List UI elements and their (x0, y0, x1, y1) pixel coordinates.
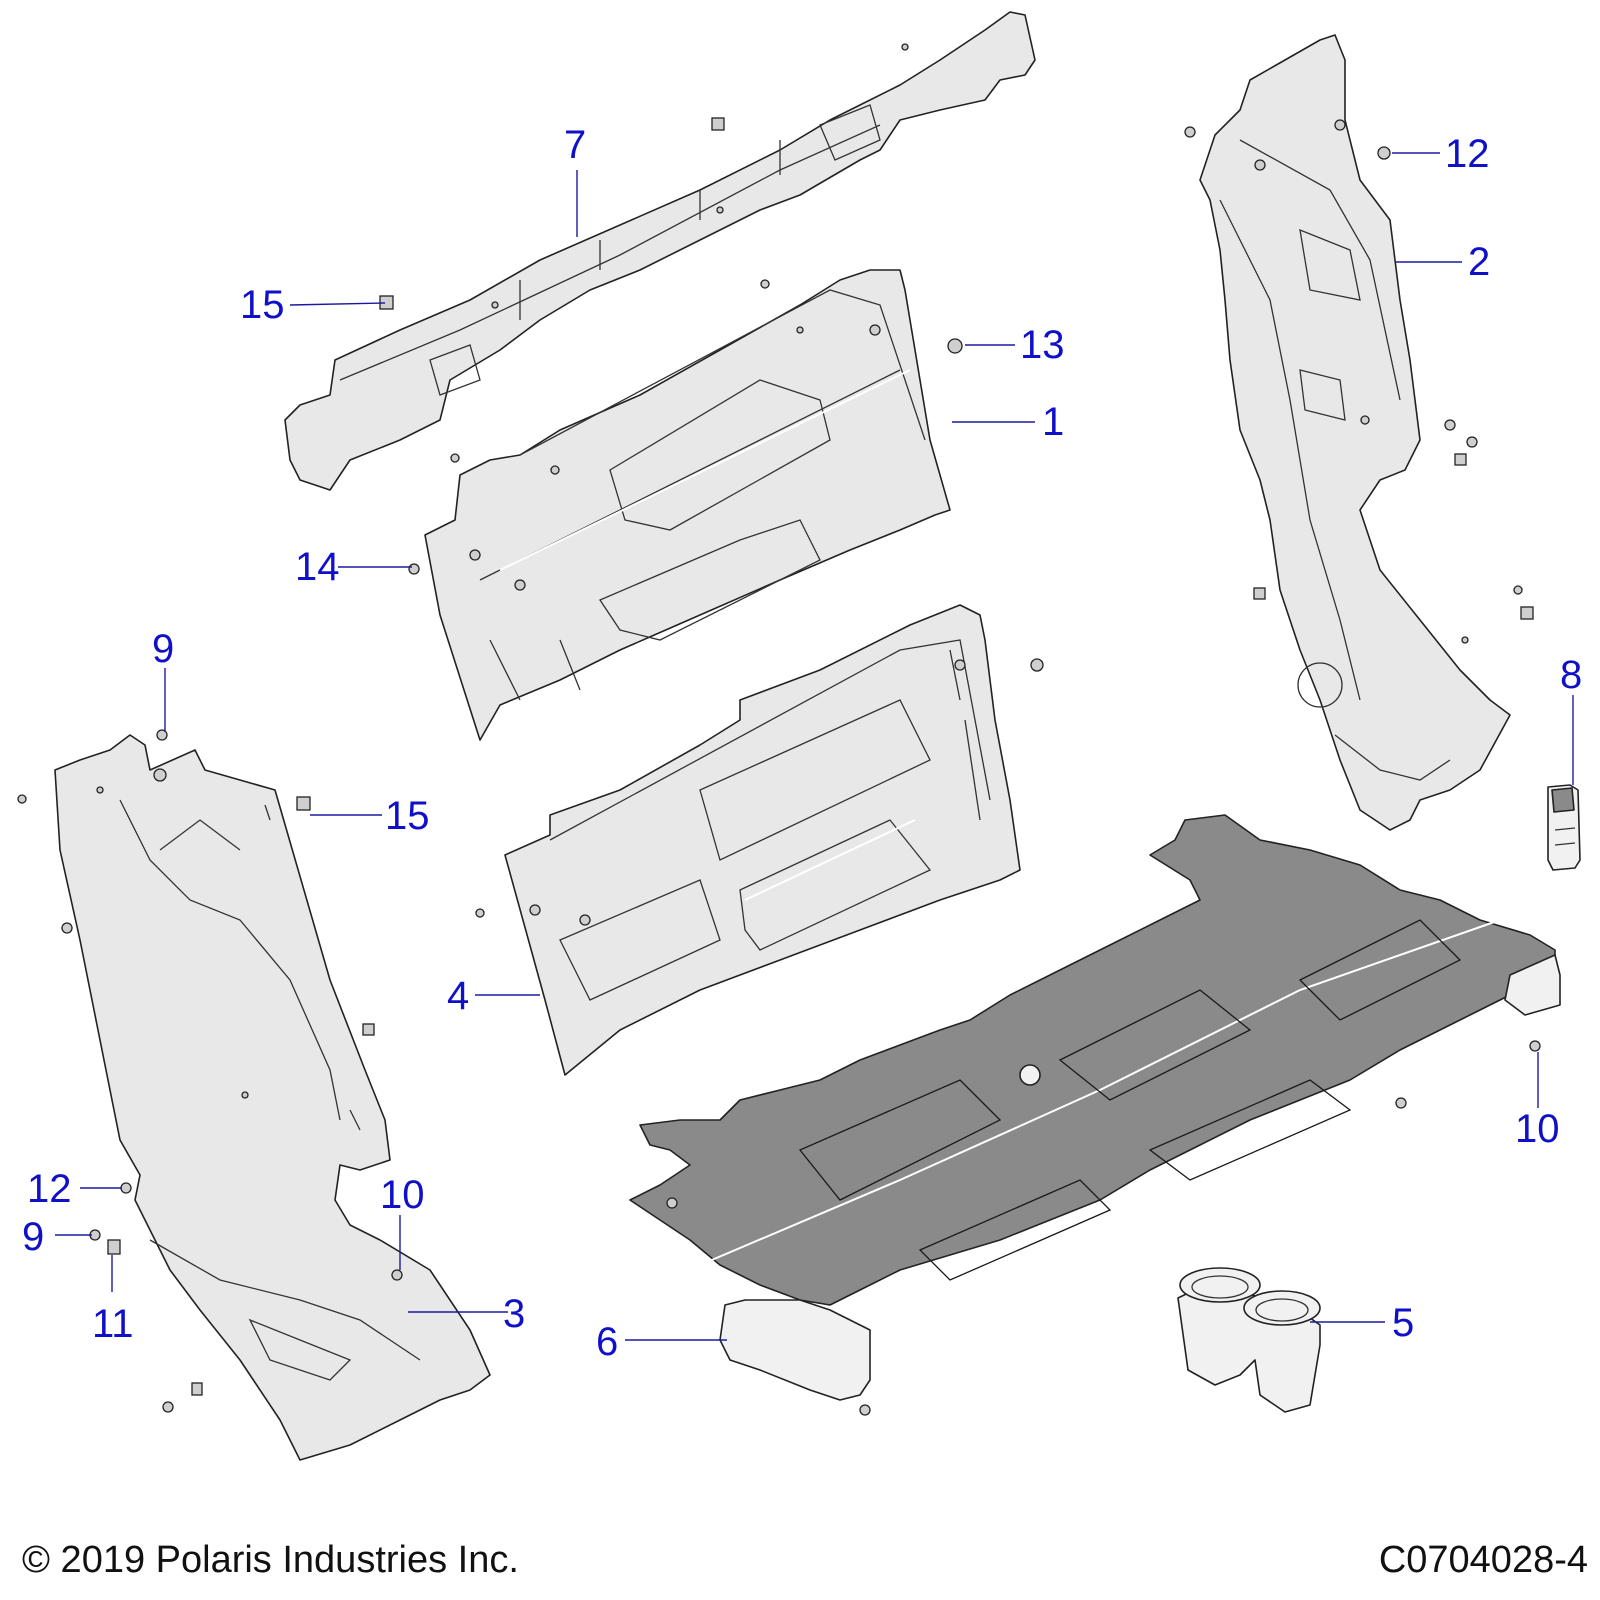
nut-right-a (1253, 587, 1266, 600)
part-5-cup-holder (1177, 1267, 1321, 1413)
part-6-floor-tray (629, 814, 1561, 1401)
clip-11 (107, 1239, 121, 1255)
callout-labels: 7 15 13 1 14 12 2 9 15 8 4 10 12 10 9 11… (22, 123, 1582, 1364)
callout-3: 3 (503, 1292, 525, 1336)
callout-9-upper: 9 (152, 627, 174, 671)
callout-10-right: 10 (1515, 1107, 1560, 1151)
fasteners (17, 117, 1541, 1416)
part-3-left-side-panel (54, 734, 491, 1461)
screw-12-left (120, 1182, 132, 1194)
callout-1: 1 (1042, 400, 1064, 444)
part-4-back-panel-lower (504, 604, 1021, 1076)
screw-10-left (391, 1269, 403, 1281)
copyright-text: © 2019 Polaris Industries Inc. (22, 1539, 519, 1581)
callout-2: 2 (1468, 240, 1490, 284)
callout-11: 11 (92, 1302, 134, 1346)
callout-7: 7 (564, 123, 586, 167)
part-2-right-side-panel (1199, 34, 1511, 831)
leader-lines (55, 152, 1574, 1341)
screw-9-upper (156, 729, 168, 741)
drawing-number: C0704028-4 (1379, 1539, 1588, 1581)
callout-15-left: 15 (385, 794, 430, 838)
callout-13: 13 (1020, 323, 1065, 367)
nut-right-c (1520, 606, 1534, 620)
callout-15-upper: 15 (240, 283, 285, 327)
callout-9-lower: 9 (22, 1215, 44, 1259)
screw-12-right (1377, 146, 1391, 160)
callout-8: 8 (1560, 653, 1582, 697)
callout-6: 6 (596, 1320, 618, 1364)
nut-left-panel (362, 1023, 375, 1036)
nut-part-7 (711, 117, 725, 131)
callout-12-left: 12 (27, 1167, 72, 1211)
washer-14 (408, 563, 420, 575)
callout-12-right: 12 (1445, 132, 1490, 176)
callout-4: 4 (447, 974, 469, 1018)
callout-14: 14 (295, 545, 340, 589)
callout-10-left: 10 (380, 1173, 425, 1217)
part-1-back-panel-upper (424, 269, 951, 741)
part-8-bracket (1547, 784, 1581, 871)
screw-10-right (1529, 1040, 1541, 1052)
pin-13 (947, 338, 963, 354)
nut-15-left (296, 796, 311, 811)
part-7-upper-panel (284, 11, 1036, 491)
nut-right-b (1454, 453, 1467, 466)
callout-5: 5 (1392, 1301, 1414, 1345)
